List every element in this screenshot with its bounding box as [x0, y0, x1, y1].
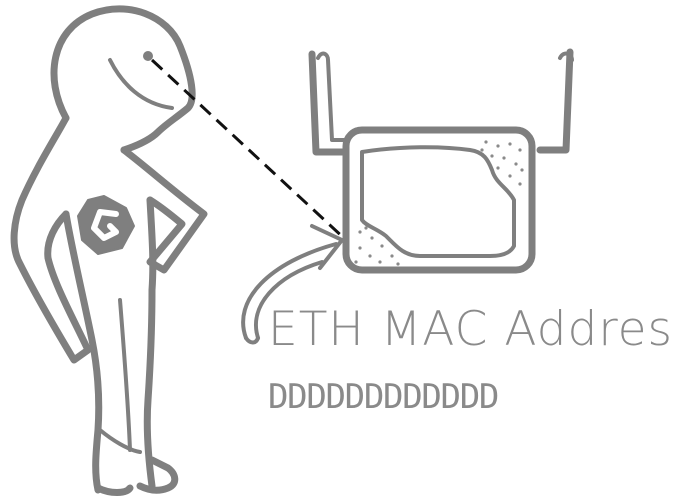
mac-address-placeholder: DDDDDDDDDDDD — [268, 380, 498, 414]
speckle-dots — [354, 140, 523, 265]
logo-g-icon — [78, 196, 134, 254]
eye — [143, 51, 153, 61]
router-device-icon — [312, 52, 572, 270]
eth-mac-address-label: ETH MAC Address — [268, 306, 674, 353]
